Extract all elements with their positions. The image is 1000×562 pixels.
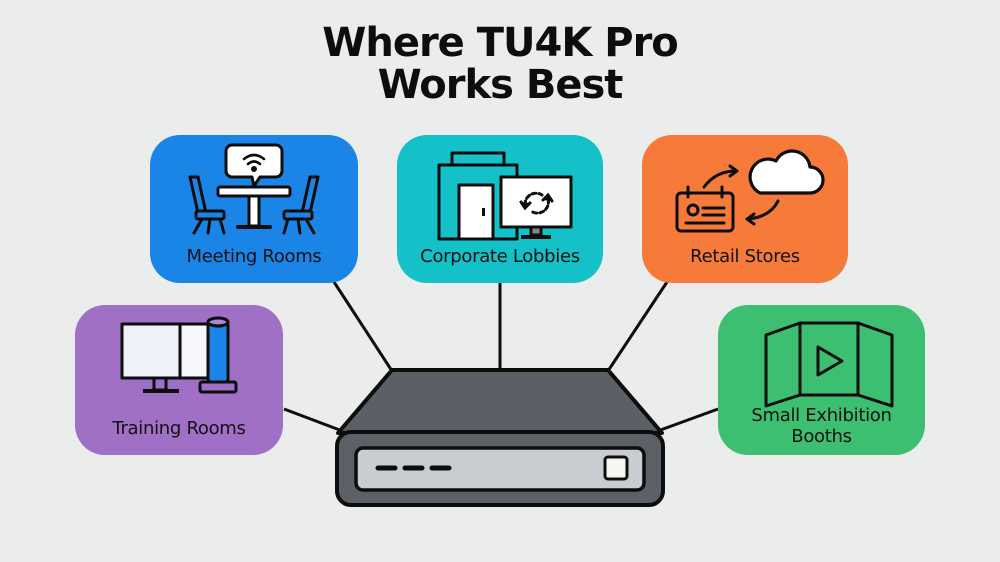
connector-lines <box>283 281 719 434</box>
table-chairs-wifi-icon <box>188 143 320 235</box>
media-player-device-icon <box>335 368 665 507</box>
use-case-label: Corporate Lobbies <box>420 246 580 267</box>
connector-training-rooms <box>283 407 346 434</box>
use-case-card-retail-stores: Retail Stores <box>642 135 848 283</box>
use-case-card-training-rooms: Training Rooms <box>75 305 283 455</box>
use-case-card-corporate-lobbies: Corporate Lobbies <box>397 135 603 283</box>
folding-display-play-icon <box>764 321 894 408</box>
use-case-label-line-1: Small Exhibition <box>751 405 892 426</box>
diagram-title: Where TU4K Pro Works Best <box>0 22 1000 106</box>
use-case-card-small-exhibition-booths: Small Exhibition Booths <box>718 305 925 455</box>
use-case-label: Training Rooms <box>112 418 246 439</box>
title-line-1: Where TU4K Pro <box>322 20 679 66</box>
sync-icon <box>519 191 554 215</box>
use-case-label: Meeting Rooms <box>186 246 322 267</box>
use-case-label-line-2: Booths <box>791 426 852 447</box>
building-monitor-sync-icon <box>437 151 573 241</box>
connector-small-exhibition-booths <box>654 407 719 434</box>
signage-cloud-sync-icon <box>675 149 825 233</box>
use-case-card-meeting-rooms: Meeting Rooms <box>150 135 358 283</box>
title-line-2: Works Best <box>377 62 624 108</box>
power-button-icon <box>603 455 629 481</box>
monitor-banner-icon <box>120 316 238 394</box>
connector-meeting-rooms <box>332 281 394 372</box>
use-case-label: Small Exhibition Booths <box>751 405 892 447</box>
connector-retail-stores <box>606 281 669 372</box>
use-case-label: Retail Stores <box>690 246 800 267</box>
play-icon <box>816 345 844 377</box>
